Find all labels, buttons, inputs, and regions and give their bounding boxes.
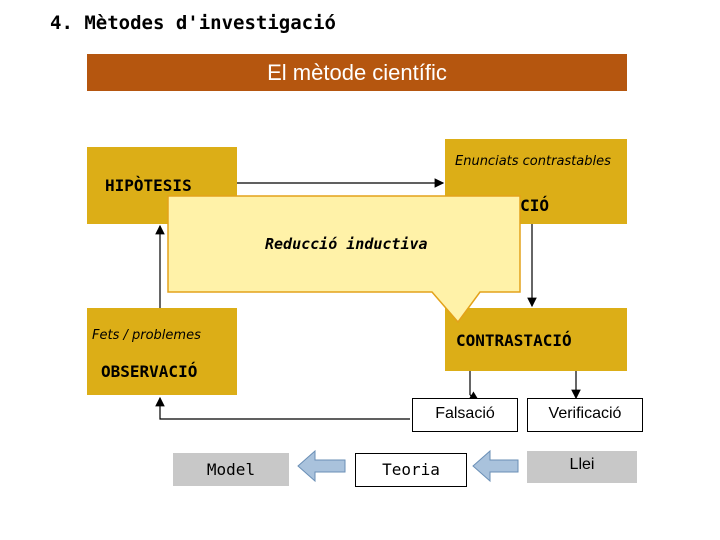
block-arrow-llei-teoria — [472, 449, 519, 483]
falsacio-box: Falsació — [412, 398, 518, 432]
observacio-label: OBSERVACIÓ — [101, 362, 198, 381]
page-title: 4. Mètodes d'investigació — [50, 12, 336, 34]
banner-title: El mètode científic — [87, 54, 627, 91]
callout-text: Reducció inductiva — [265, 235, 428, 253]
llei-box: Llei — [527, 451, 637, 483]
teoria-box: Teoria — [355, 453, 467, 487]
verificacio-box: Verificació — [527, 398, 643, 432]
observacio-subtitle: Fets / problemes — [92, 328, 201, 343]
contrastacio-label: CONTRASTACIÓ — [456, 331, 572, 350]
deduccio-subtitle: Enunciats contrastables — [455, 154, 611, 169]
observacio-box — [87, 308, 237, 395]
block-arrow-teoria-model — [297, 449, 346, 483]
contrastacio-box — [445, 308, 627, 371]
hipotesis-label: HIPÒTESIS — [105, 176, 192, 195]
callout-bubble — [167, 195, 521, 324]
model-box: Model — [173, 453, 289, 486]
arrow-falsacio-observacio — [155, 396, 410, 420]
